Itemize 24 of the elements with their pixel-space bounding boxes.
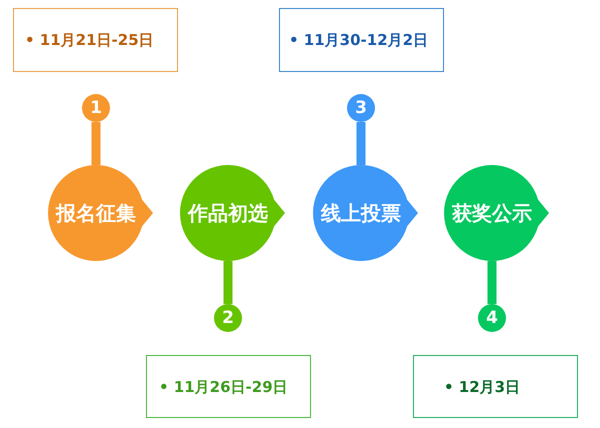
date-box (279, 8, 444, 72)
connector-stem (92, 122, 100, 165)
date-text: • 11月21日-25日 (25, 30, 154, 50)
date-box (146, 355, 311, 418)
step-number: 3 (347, 94, 375, 122)
stage-bubble (180, 165, 285, 261)
stage-bubble (48, 165, 153, 261)
date-box (413, 355, 578, 418)
stage-bubble (313, 165, 418, 261)
date-text: • 11月26日-29日 (159, 376, 288, 396)
step-number: 1 (82, 94, 110, 122)
connector-stem (488, 261, 496, 304)
step-number: 4 (478, 304, 506, 332)
date-text: • 11月30-12月2日 (289, 30, 428, 50)
step-number: 2 (214, 304, 242, 332)
stage-title: 报名征集 (56, 200, 136, 226)
connector-stem (356, 122, 366, 165)
stage-bubble (444, 165, 549, 261)
stage-title: 作品初选 (188, 200, 268, 226)
date-text: • 12月3日 (444, 376, 520, 396)
connector-stem (224, 261, 232, 304)
date-box (13, 8, 178, 72)
stage-title: 线上投票 (321, 200, 401, 226)
stage-title: 获奖公示 (452, 200, 532, 226)
